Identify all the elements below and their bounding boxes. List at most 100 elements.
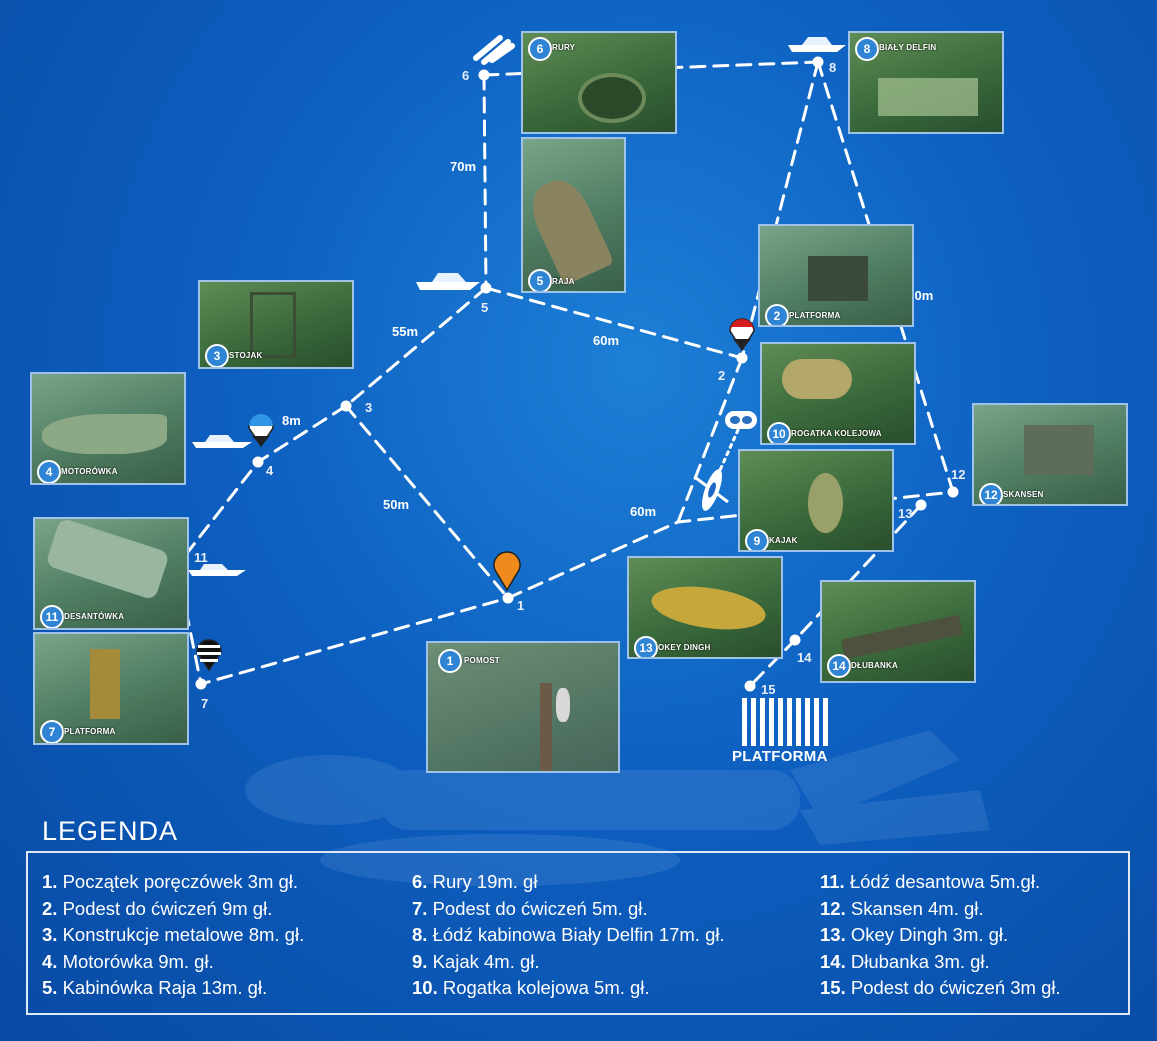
buoy-icon: [493, 551, 521, 592]
photo-caption: POMOST: [464, 656, 500, 665]
pipes-icon: [473, 35, 515, 65]
photo-okey-dingh: 13 OKEY DINGH: [627, 556, 783, 659]
photo-caption: DESANTÓWKA: [64, 612, 125, 621]
point-13: [915, 499, 927, 511]
boat-icon: [192, 435, 252, 448]
photo-caption: RAJA: [552, 277, 575, 286]
boat-wreck-shape: [42, 414, 167, 454]
legend-item: 15. Podest do ćwiczeń 3m gł.: [820, 977, 1061, 998]
photo-bialy-delfin: 8 BIAŁY DELFIN: [848, 31, 1004, 134]
point-6: [478, 69, 490, 81]
photo-number-badge: 13: [634, 636, 658, 657]
photo-number-badge: 4: [37, 460, 61, 483]
legend-item: 7. Podest do ćwiczeń 5m. gł.: [412, 897, 648, 919]
photo-caption: STOJAK: [229, 351, 263, 360]
diving-mask-icon: [725, 411, 757, 429]
photo-number-badge: 11: [40, 605, 64, 628]
platform-icon: [742, 698, 832, 746]
legend-item: 8. Łódź kabinowa Biały Delfin 17m. gł.: [412, 924, 725, 945]
distance-label: 60m: [593, 333, 620, 348]
legend-item: 1. Początek poręczówek 3m gł.: [42, 871, 299, 892]
boat-icon: [416, 273, 480, 290]
point-2: [736, 352, 748, 364]
photo-number-badge: 8: [855, 37, 879, 61]
legend-column: 11. Łódź desantowa 5m.gł. 12. Skansen 4m…: [820, 869, 1061, 1002]
point-label-7: 7: [201, 696, 209, 711]
distance-label: 70m: [450, 159, 477, 174]
photo-stojak: 3 STOJAK: [198, 280, 354, 369]
point-label-8: 8: [829, 60, 837, 75]
point-3: [340, 400, 352, 412]
gate-shape: [782, 359, 852, 399]
point-15: [744, 680, 756, 692]
photo-skansen: 12 SKANSEN: [972, 403, 1128, 506]
route-5-3-4-11: [175, 286, 488, 568]
buoy-icon: [248, 414, 274, 448]
photo-caption: SKANSEN: [1003, 490, 1044, 499]
route-5-2: [484, 286, 744, 360]
point-label-1: 1: [517, 598, 525, 613]
photo-number-badge: 3: [205, 344, 229, 367]
legend-title: LEGENDA: [42, 816, 179, 846]
legend-item: 3. Konstrukcje metalowe 8m. gł.: [42, 924, 305, 945]
photo-dlubanka: 14 DŁUBANKA: [820, 580, 976, 683]
route-8-12: [816, 60, 955, 494]
photo-number-badge: 12: [979, 483, 1003, 504]
boat-shape: [556, 688, 570, 722]
diver-silhouette-watermark: [245, 730, 990, 886]
point-label-6: 6: [462, 68, 470, 83]
frame-shape: [250, 292, 296, 358]
distance-label: 60m: [630, 504, 657, 519]
legend-item: 2. Podest do ćwiczeń 9m gł.: [42, 897, 273, 919]
photo-kajak: 9 KAJAK: [738, 449, 894, 552]
photo-number-badge: 9: [745, 529, 769, 550]
photo-caption: OKEY DINGH: [658, 643, 711, 652]
route-6-5: [482, 73, 488, 290]
point-label-3: 3: [365, 400, 373, 415]
legend-item: 12. Skansen 4m. gł.: [820, 897, 984, 919]
photo-number-badge: 5: [528, 269, 552, 291]
legend-item: 11. Łódź desantowa 5m.gł.: [820, 871, 1041, 892]
distance-label: 50m: [383, 497, 410, 512]
distance-label: 55m: [392, 324, 419, 339]
photo-number-badge: 10: [767, 422, 791, 443]
photo-platforma-2: 2 PLATFORMA: [758, 224, 914, 327]
legend-item: 10. Rogatka kolejowa 5m. gł.: [412, 977, 650, 998]
route-8-2: [740, 60, 820, 360]
photo-caption: MOTORÓWKA: [61, 467, 118, 476]
legend-column: 6. Rury 19m. gł 7. Podest do ćwiczeń 5m.…: [412, 869, 725, 1002]
snorkel-route: [710, 428, 740, 490]
point-label-15: 15: [761, 682, 776, 697]
point-8: [812, 56, 824, 68]
point-label-13: 13: [898, 506, 913, 521]
point-12: [947, 486, 959, 498]
photo-caption: KAJAK: [769, 536, 798, 545]
legend-item: 13. Okey Dingh 3m. gł.: [820, 924, 1009, 945]
distance-label: 8m: [282, 413, 301, 428]
point-4: [252, 456, 264, 468]
buoy-icon: [196, 639, 222, 672]
boat-icon: [788, 37, 846, 52]
photo-caption: BIAŁY DELFIN: [879, 43, 937, 52]
buoy-icon: [729, 318, 755, 352]
photo-number-badge: 7: [40, 720, 64, 743]
photo-number-badge: 6: [528, 37, 552, 61]
point-label-11: 11: [194, 550, 208, 565]
point-5: [480, 282, 492, 294]
log-boat-shape: [841, 614, 963, 660]
platform-shape: [90, 649, 120, 719]
point-label-2: 2: [718, 368, 726, 383]
photo-pomost: 1 POMOST: [426, 641, 620, 773]
photo-number-badge: 1: [438, 649, 462, 673]
legend-item: 9. Kajak 4m. gł.: [412, 950, 540, 972]
photo-number-badge: 2: [765, 304, 789, 325]
photo-rury: 6 RURY: [521, 31, 677, 134]
route-3-1: [344, 404, 510, 600]
platform-shape: [808, 256, 868, 301]
platform-entry-marker: PLATFORMA: [728, 698, 848, 770]
point-label-12: 12: [951, 467, 966, 482]
point-7: [195, 678, 207, 690]
platform-label: PLATFORMA: [732, 748, 828, 765]
legend-item: 14. Dłubanka 3m. gł.: [820, 950, 990, 972]
point-14: [789, 634, 801, 646]
